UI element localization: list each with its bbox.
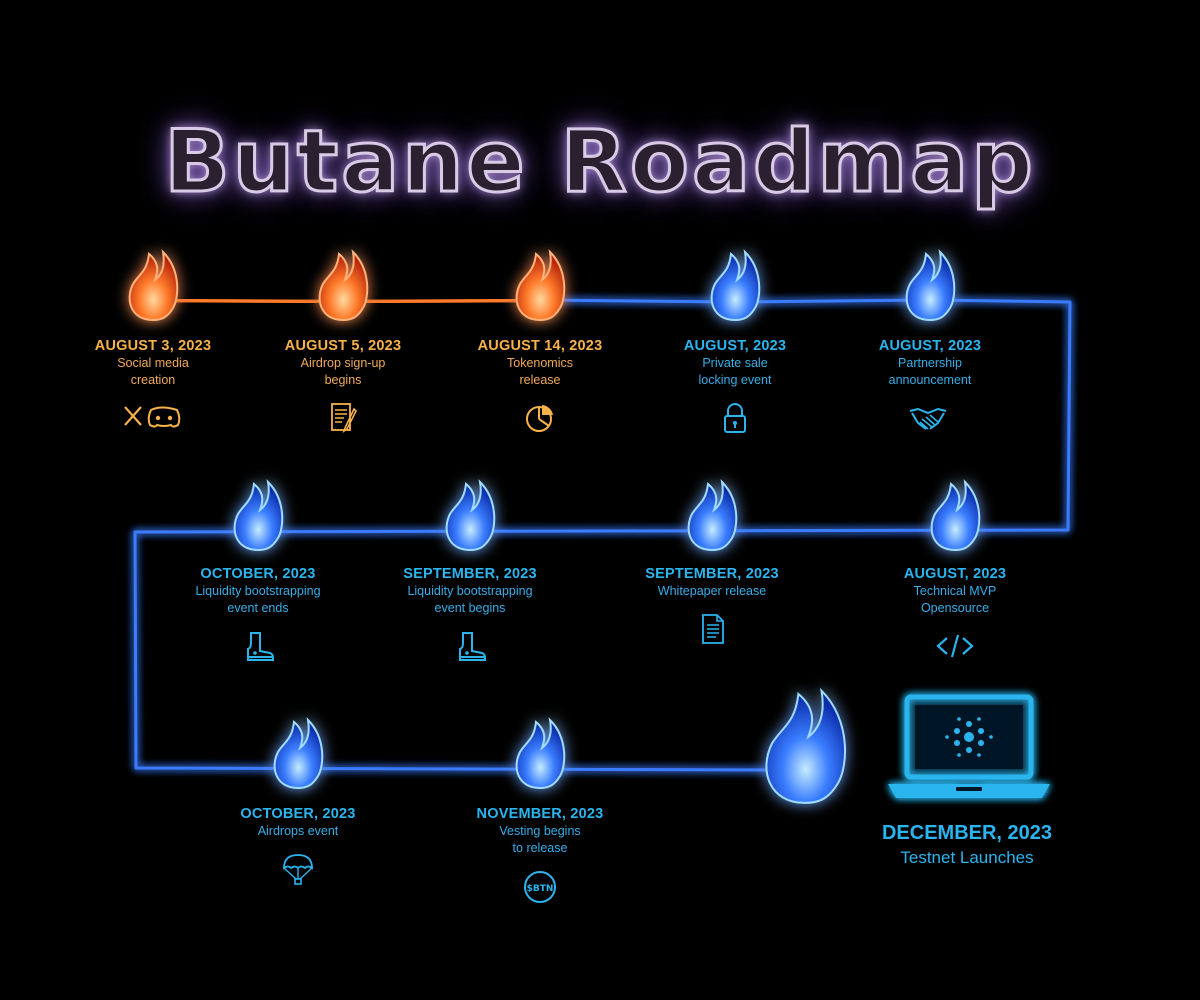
handshake-icon [909, 407, 947, 430]
timeline-path-upcoming [133, 298, 1072, 772]
btn-token-icon: $BTN [524, 871, 556, 903]
milestone-desc: event begins [434, 601, 506, 615]
milestone-date: NOVEMBER, 2023 [476, 806, 604, 822]
flame-markers [128, 249, 981, 804]
milestone-desc: Liquidity bootstrapping [407, 584, 533, 598]
flame-marker [515, 249, 566, 322]
flame-marker [687, 479, 738, 552]
code-icon [936, 634, 974, 658]
milestone-desc: creation [130, 373, 176, 387]
milestone-desc: Tokenomics [507, 356, 573, 370]
milestone-desc: Opensource [920, 601, 990, 615]
milestone-desc: Private sale [702, 356, 768, 370]
milestone-date: SEPTEMBER, 2023 [645, 566, 779, 582]
flame-marker [515, 717, 566, 790]
padlock-icon [724, 403, 746, 433]
milestone-desc: Airdrops event [257, 824, 339, 838]
boot-icon [247, 632, 274, 661]
flame-marker [930, 479, 981, 552]
x-discord-icon [124, 406, 181, 428]
flame-marker [128, 249, 179, 322]
milestone-date: OCTOBER, 2023 [240, 806, 356, 822]
milestone-desc: event ends [227, 601, 289, 615]
boot-icon [459, 632, 486, 661]
milestone-desc: announcement [888, 373, 972, 387]
milestone-desc: to release [512, 841, 568, 855]
milestone-date: AUGUST, 2023 [903, 566, 1007, 582]
milestone-date: OCTOBER, 2023 [200, 566, 316, 582]
milestone-final-desc: Testnet Launches [900, 848, 1034, 867]
flame-marker [318, 249, 369, 322]
milestone-desc: Liquidity bootstrapping [195, 584, 321, 598]
flame-marker [273, 717, 324, 790]
pie-chart-icon [526, 405, 553, 432]
milestone-desc: Social media [117, 356, 189, 370]
flame-marker [710, 249, 761, 322]
milestone-date: AUGUST 5, 2023 [284, 338, 402, 354]
flame-marker [905, 249, 956, 322]
milestone-desc: Partnership [898, 356, 962, 370]
document-icon [702, 614, 724, 644]
milestone-desc: Airdrop sign-up [300, 356, 386, 370]
milestone-desc: locking event [698, 373, 772, 387]
flame-marker [445, 479, 496, 552]
flame-final [765, 687, 846, 804]
milestone-date: AUGUST 3, 2023 [94, 338, 212, 354]
milestone-final: DECEMBER, 2023 Testnet Launches [837, 820, 1097, 870]
milestone-date: SEPTEMBER, 2023 [403, 566, 537, 582]
milestone-desc: begins [324, 373, 362, 387]
parachute-icon [283, 854, 313, 885]
flame-marker [233, 479, 284, 552]
milestone-desc: Vesting begins [499, 824, 581, 838]
milestone-desc: Whitepaper release [657, 584, 767, 598]
cardano-logo [945, 717, 993, 757]
milestone-desc: release [519, 373, 561, 387]
roadmap-title: Butane Roadmap [163, 111, 1036, 214]
laptop-cardano-icon [888, 694, 1050, 798]
milestone-date: AUGUST, 2023 [878, 338, 982, 354]
milestone-final-date: DECEMBER, 2023 [881, 822, 1053, 844]
btn-token-label: $BTN [527, 884, 554, 894]
document-pen-icon [331, 403, 357, 433]
milestone-date: AUGUST, 2023 [683, 338, 787, 354]
milestone-desc: Technical MVP [913, 584, 997, 598]
milestone-date: AUGUST 14, 2023 [477, 338, 603, 354]
